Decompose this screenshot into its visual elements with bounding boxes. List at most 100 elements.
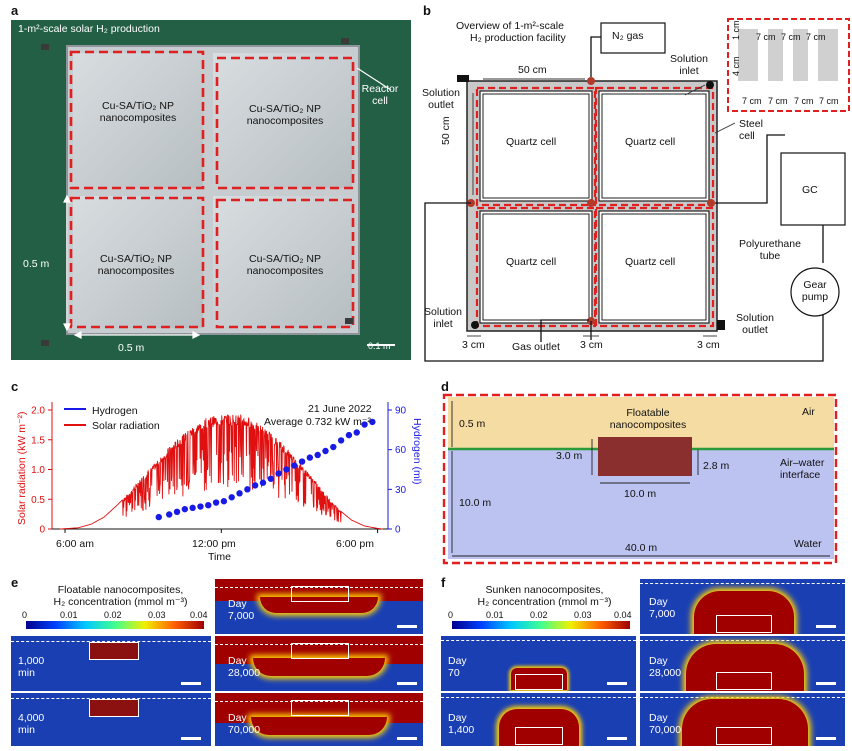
e-tile-t2: min [18,667,35,679]
facility-diagram [424,18,850,362]
f-tile-t1: Day [649,655,668,667]
inset-7cm-b1: 7 cm [742,96,762,106]
cross-section-diagram [442,393,838,565]
hydrogen-point [197,503,204,510]
panel-d-label: d [441,379,449,394]
dim-3cm-mid: 3 cm [580,339,603,351]
hydrogen-point [314,451,321,459]
panel-f-label: f [441,575,446,590]
x-tick-12pm: 12:00 pm [192,538,236,550]
cell-label-line2: nanocomposites [246,115,324,127]
e-cb-tick: 0.01 [60,610,78,620]
f-cb-tick: 0 [448,610,454,620]
y-axis-left-title: Solar radiation (kW m⁻²) [16,411,28,525]
annotation-date: 21 June 2022 [308,403,372,415]
f-tile-day1400 [441,693,636,746]
e-tile-t1: Day [228,598,247,610]
e-tile-t2: 70,000 [228,724,261,736]
f-cb-tick: 0.04 [614,610,632,620]
quartz-cell-br: Quartz cell [625,256,676,268]
e-tile-t1: 4,000 [18,712,45,724]
cell-label-line1: Cu-SA/TiO₂ NP [100,253,172,265]
y-left-tick-label: 1.0 [31,465,45,476]
e-tile-1000min [11,636,211,691]
e-title-line2: H₂ concentration (mmol m⁻³) [53,596,188,608]
hydrogen-point [306,454,314,461]
hydrogen-point [212,499,220,506]
f-tile-t2: 28,000 [649,667,682,679]
y-right-tick-label: 90 [395,406,407,417]
solution-inlet-bottom: Solution inlet [424,306,462,330]
polyurethane-label: Polyurethane tube [739,238,801,262]
f-cb-tick: 0.01 [486,610,504,620]
facility-title-line2: H₂ production facility [470,32,566,44]
y-left-tick-label: 2.0 [31,406,45,417]
panel-c-label: c [11,379,19,394]
quartz-cell-tl: Quartz cell [506,136,557,148]
legend-solar: Solar radiation [92,420,160,432]
hydrogen-point [369,418,376,426]
hydrogen-point [322,447,329,455]
hydrogen-point [173,508,181,516]
hydrogen-point [353,429,360,436]
quartz-cell-bl: Quartz cell [506,256,557,268]
f-tile-t1: Day [649,712,668,724]
e-tile-t1: Day [228,712,247,724]
f-tile-t1: Day [448,712,467,724]
inset-7cm-1: 7 cm [756,32,776,42]
inset-7cm-2: 7 cm [781,32,801,42]
f-tile-day70000 [640,693,845,746]
reactor-photo [11,20,411,360]
steel-cell-label: Steel cell [739,118,763,142]
hydrogen-point [228,494,235,501]
facility-title-line1: Overview of 1-m²-scale [456,20,564,32]
solution-inlet-top: Solution inlet [670,53,708,77]
e-tile-day7000 [215,579,423,634]
f-title-line1: Sunken nanocomposites, [485,584,604,596]
panel-e-label: e [11,575,19,590]
dim-50cm-left: 50 cm [440,116,452,145]
f-cb-tick: 0.03 [574,610,592,620]
hydrogen-point [166,511,173,518]
e-tile-t2: 7,000 [228,610,255,622]
interface-line2: interface [780,469,821,481]
gas-outlet-label: Gas outlet [512,341,560,353]
solution-outlet-bottom: Solution outlet [736,312,774,336]
inset-1cm: 1 cm [731,20,741,40]
solar-radiation-line [59,413,383,530]
interface-line1: Air–water [780,457,825,469]
photo-title: 1-m²-scale solar H₂ production [18,23,160,35]
inset-7cm-3: 7 cm [806,32,826,42]
e-colorbar-title: Floatable nanocomposites,H₂ concentratio… [28,584,213,608]
floatable-line2: nanocomposites [609,419,687,431]
e-title-line1: Floatable nanocomposites, [57,584,184,596]
air-label: Air [802,406,815,418]
f-tile-t2: 70 [448,667,460,679]
hydrogen-point [345,431,353,439]
floatable-line1: Floatable [626,407,670,419]
y-right-tick-label: 60 [395,445,407,456]
x-tick-6pm: 6:00 pm [336,538,374,550]
e-tile-day28000 [215,636,423,691]
e-cb-tick: 0.04 [190,610,208,620]
hydrogen-point [291,462,298,469]
f-colorbar [452,621,630,629]
f-tile-t1: Day [649,596,668,608]
dim-3cm-left: 3 cm [462,339,485,351]
scale-bar-label: 0.1 m [368,341,391,351]
hydrogen-point [220,498,228,505]
dim-50cm-top: 50 cm [518,64,547,76]
gc-label: GC [802,184,818,196]
e-colorbar [26,621,204,629]
panel-a-label: a [11,3,19,18]
